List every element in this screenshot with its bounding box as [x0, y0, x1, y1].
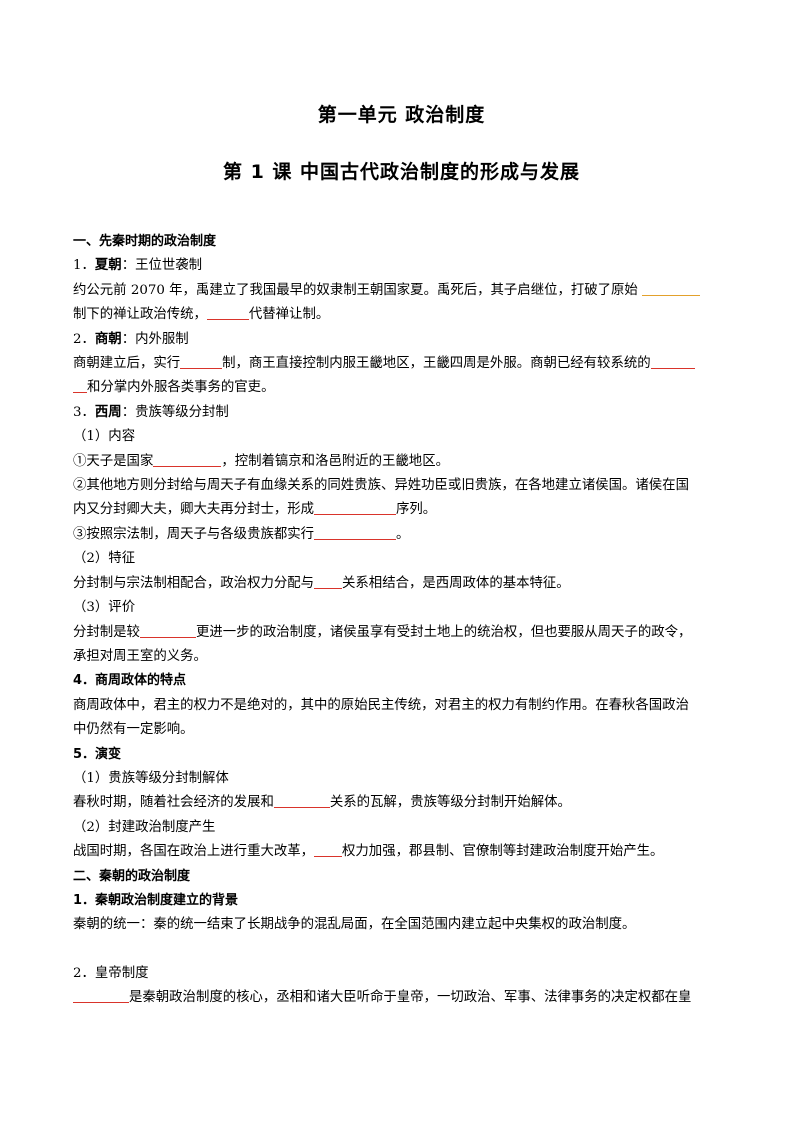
fill-blank[interactable]	[314, 525, 397, 540]
paragraph: 是秦朝政治制度的核心，丞相和诸大臣听命于皇帝，一切政治、军事、法律事务的决定权都…	[73, 986, 730, 1010]
fill-blank[interactable]	[314, 842, 343, 858]
paragraph: 制下的禅让政治传统，代替禅让制。	[73, 305, 330, 323]
section-heading-2: 二、秦朝的政治制度	[73, 868, 191, 884]
section-heading-1: 一、先秦时期的政治制度	[73, 234, 217, 249]
subsection-heading: 2．皇帝制度	[73, 965, 149, 981]
fill-blank[interactable]	[314, 574, 343, 589]
paragraph: 商朝建立后，实行制，商王直接控制内服王畿地区，王畿四周是外服。商朝已经有较系统的	[73, 352, 730, 376]
fill-blank[interactable]	[73, 988, 129, 1004]
subsection-heading: 4．商周政体的特点	[73, 673, 187, 689]
subsection-heading: 5．演变	[73, 746, 122, 762]
unit-title: 第一单元 政治制度	[317, 104, 486, 126]
sub-heading: （3）评价	[73, 600, 136, 616]
fill-blank[interactable]	[314, 500, 397, 516]
sub-heading: （2）特征	[73, 551, 136, 567]
paragraph: ①天子是国家，控制着镐京和洛邑附近的王畿地区。	[73, 452, 449, 469]
paragraph: 和分掌内外服各类事务的官吏。	[73, 376, 730, 400]
paragraph: 分封制是较更进一步的政治制度，诸侯虽享有受封土地上的统治权，但也要服从周天子的政…	[73, 623, 692, 640]
fill-blank[interactable]	[650, 354, 695, 370]
paragraph: ③按照宗法制，周天子与各级贵族都实行。	[73, 525, 410, 542]
sub-heading: （2）封建政治制度产生	[73, 819, 216, 835]
fill-blank[interactable]	[153, 452, 222, 467]
fill-blank[interactable]	[180, 354, 223, 370]
spacer	[73, 938, 730, 962]
subsection-western-zhou: 3．西周：贵族等级分封制	[73, 404, 229, 420]
subsection-xia: 1．夏朝：王位世袭制	[73, 258, 203, 274]
fill-blank[interactable]	[139, 623, 196, 638]
paragraph: 秦朝的统一：秦的统一结束了长期战争的混乱局面，在全国范围内建立起中央集权的政治制…	[73, 917, 636, 933]
paragraph: 分封制与宗法制相配合，政治权力分配与关系相结合，是西周政体的基本特征。	[73, 574, 570, 591]
paragraph: 战国时期，各国在政治上进行重大改革，权力加强，郡县制、官僚制等封建政治制度开始产…	[73, 842, 664, 860]
sub-heading: （1）贵族等级分封制解体	[73, 770, 229, 786]
paragraph: 春秋时期，随着社会经济的发展和关系的瓦解，贵族等级分封制开始解体。	[73, 793, 571, 811]
paragraph: 商周政体中，君主的权力不是绝对的，其中的原始民主传统，对君主的权力有制约作用。在…	[73, 697, 689, 713]
fill-blank[interactable]	[206, 305, 249, 321]
paragraph: ②其他地方则分封给与周天子有血缘关系的同姓贵族、异姓功臣或旧贵族，在各地建立诸侯…	[73, 478, 689, 494]
subsection-heading: 1．秦朝政治制度建立的背景	[73, 892, 239, 908]
fill-blank[interactable]	[73, 378, 87, 394]
document-body: 一、先秦时期的政治制度 1．夏朝：王位世袭制 约公元前 2070 年，禹建立了我…	[73, 230, 730, 1011]
paragraph: 中仍然有一定影响。	[73, 722, 194, 738]
paragraph: 约公元前 2070 年，禹建立了我国最早的奴隶制王朝国家夏。禹死后，其子启继位，…	[73, 279, 730, 303]
paragraph: 承担对周王室的义务。	[73, 648, 207, 664]
fill-blank[interactable]	[642, 281, 701, 296]
fill-blank[interactable]	[273, 793, 330, 809]
lesson-title: 第 1 课 中国古代政治制度的形成与发展	[222, 161, 581, 183]
paragraph: 内又分封卿大夫，卿大夫再分封士，形成序列。	[73, 500, 437, 518]
subsection-shang: 2．商朝：内外服制	[73, 331, 189, 347]
sub-heading: （1）内容	[73, 429, 136, 445]
